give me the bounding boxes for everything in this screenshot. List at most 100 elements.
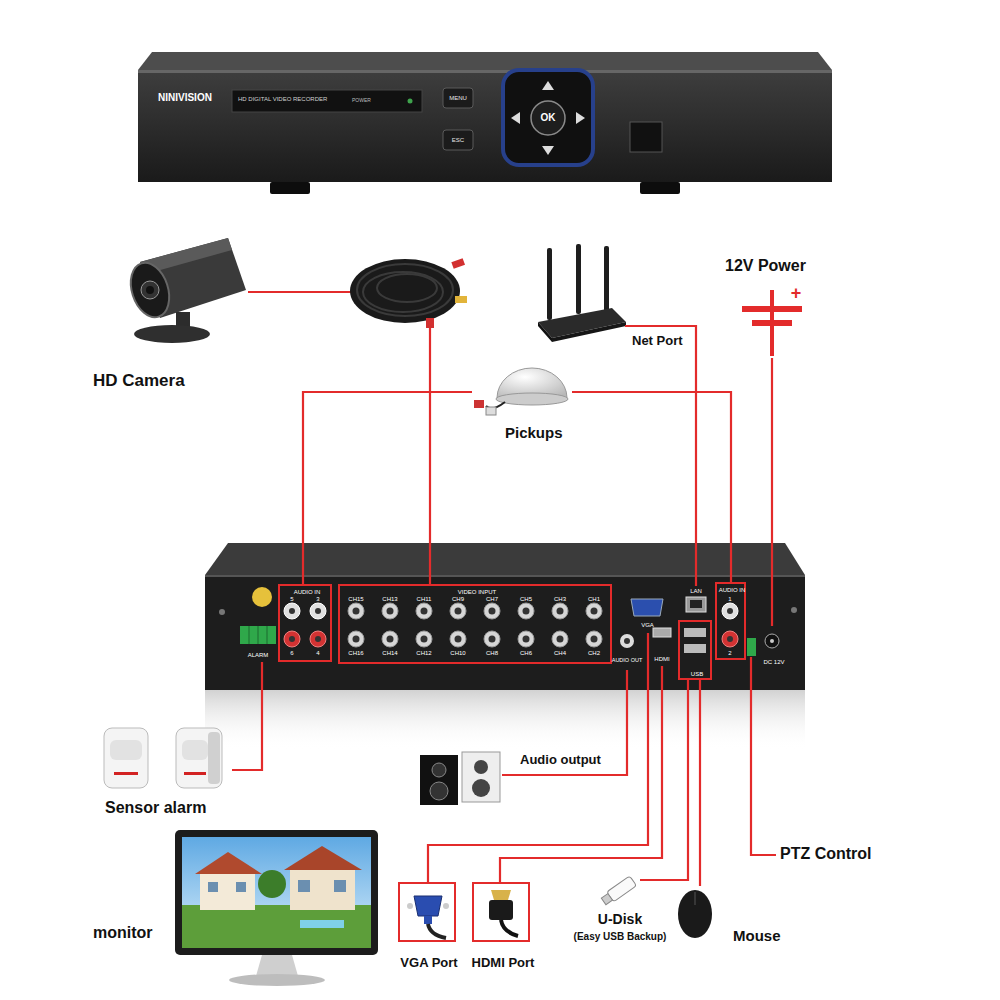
cable-coil <box>357 264 453 316</box>
channel-label: CH3 <box>554 596 566 602</box>
button-label: ESC <box>452 137 464 143</box>
audio-out-socket: AUDIO OUT <box>610 625 645 670</box>
lan-socket: LAN <box>680 586 712 618</box>
sensor-illustration <box>182 740 208 760</box>
device-caption: VGA Port <box>400 956 457 969</box>
dvr-back-illustration <box>315 608 321 614</box>
dvr-back-illustration <box>747 638 756 656</box>
connection-wire <box>232 662 262 770</box>
port-label: ALARM <box>248 652 269 658</box>
dvr-back-illustration <box>727 636 733 642</box>
jack-number: 4 <box>316 650 319 656</box>
monitor-illustration <box>300 920 344 928</box>
speaker-illustration <box>432 763 446 777</box>
dvr-back-illustration <box>219 609 225 615</box>
dvr-front-illustration <box>511 112 520 124</box>
mouse-device: Mouse <box>676 886 714 938</box>
monitor-illustration <box>334 880 346 892</box>
dvr-back-illustration <box>586 603 602 619</box>
monitor-illustration <box>175 830 378 955</box>
channel-label: CH5 <box>520 596 532 602</box>
dvr-front-illustration <box>640 182 680 194</box>
device-caption: HD Camera <box>93 372 185 389</box>
usb-stick-icon <box>601 894 612 905</box>
dvr-back-illustration <box>416 631 432 647</box>
dvr-front-illustration <box>138 52 832 70</box>
dvr-back-illustration <box>284 631 300 647</box>
device-caption: monitor <box>93 925 153 941</box>
dvr-back-illustration <box>315 636 321 642</box>
connection-wire <box>771 358 773 626</box>
camera-illustration <box>124 238 246 343</box>
connection-wire <box>640 680 688 880</box>
channel-label: CH14 <box>382 650 397 656</box>
cable-coil <box>455 296 467 303</box>
channel-label: CH1 <box>588 596 600 602</box>
port-label: AUDIO IN <box>294 589 321 595</box>
speaker-illustration <box>430 782 448 800</box>
cable-coil <box>451 258 465 269</box>
port-label: AUDIO OUT <box>612 658 643 664</box>
speaker-device: Audio output <box>418 750 502 808</box>
dvr-back-illustration <box>258 626 259 644</box>
port-label: DC 12V <box>763 659 784 665</box>
dvr-back-illustration <box>310 603 326 619</box>
sensor-illustration <box>104 728 222 788</box>
speaker-illustration <box>420 755 458 805</box>
monitor-illustration <box>208 882 218 892</box>
jack-number: 5 <box>290 596 293 602</box>
hdmi-plug-icon <box>491 890 511 900</box>
camera-illustration <box>141 281 159 299</box>
router-illustration <box>552 322 626 342</box>
sensor-illustration <box>176 728 222 788</box>
port-group: AUDIO IN <box>715 582 746 660</box>
channel-label: CH7 <box>486 596 498 602</box>
vga-plug-icon <box>414 896 442 916</box>
monitor-illustration <box>298 880 310 892</box>
channel-label: CH2 <box>588 650 600 656</box>
hdmi-plug-icon <box>489 900 513 920</box>
speaker-illustration <box>420 752 500 805</box>
dvr-back-illustration <box>765 634 779 648</box>
connection-wire <box>572 392 731 582</box>
channel-label: CH8 <box>486 650 498 656</box>
dvr-back-illustration <box>289 608 295 614</box>
sensor-device: Sensor alarm <box>100 718 232 790</box>
pickup-illustration <box>474 400 484 408</box>
router-illustration <box>576 244 581 314</box>
battery-symbol <box>742 306 802 312</box>
pickup-device: Pickups <box>472 360 572 418</box>
monitor-device: monitor <box>172 828 380 988</box>
ptz-wire <box>751 657 776 855</box>
mouse-icon <box>678 890 712 938</box>
cable-coil <box>350 258 467 328</box>
dvr-back-illustration <box>518 631 534 647</box>
monitor-illustration <box>236 882 246 892</box>
dvr-back-illustration <box>631 599 663 616</box>
device-caption: (Easy USB Backup) <box>574 932 667 942</box>
channel-label: CH10 <box>450 650 465 656</box>
monitor-illustration <box>290 868 355 910</box>
dvr-back-illustration <box>552 631 568 647</box>
connection-wire <box>699 680 701 886</box>
alarm-terminal: ALARM <box>236 620 280 662</box>
dvr-back-illustration <box>552 603 568 619</box>
vga-plug-icon <box>424 916 432 924</box>
usb-stick-icon <box>600 876 636 906</box>
dvr-back-illustration <box>690 600 702 608</box>
button-label: OK <box>541 113 556 123</box>
port-label: USB <box>691 671 703 677</box>
dvr-back-illustration <box>450 603 466 619</box>
vga-plug-icon <box>428 924 446 938</box>
port-label: HDMI <box>654 656 669 662</box>
power-socket: DC 12V <box>758 626 790 668</box>
camera-device: HD Camera <box>118 238 248 345</box>
dvr-back-illustration <box>267 626 268 644</box>
vga-socket: VGA <box>625 594 670 633</box>
router-illustration <box>604 246 609 312</box>
dvr-back-illustration <box>620 634 634 648</box>
camera-illustration <box>124 258 176 322</box>
channel-label: CH11 <box>417 596 432 602</box>
dvr-back-illustration <box>284 603 300 619</box>
dvr-back-illustration <box>484 603 500 619</box>
